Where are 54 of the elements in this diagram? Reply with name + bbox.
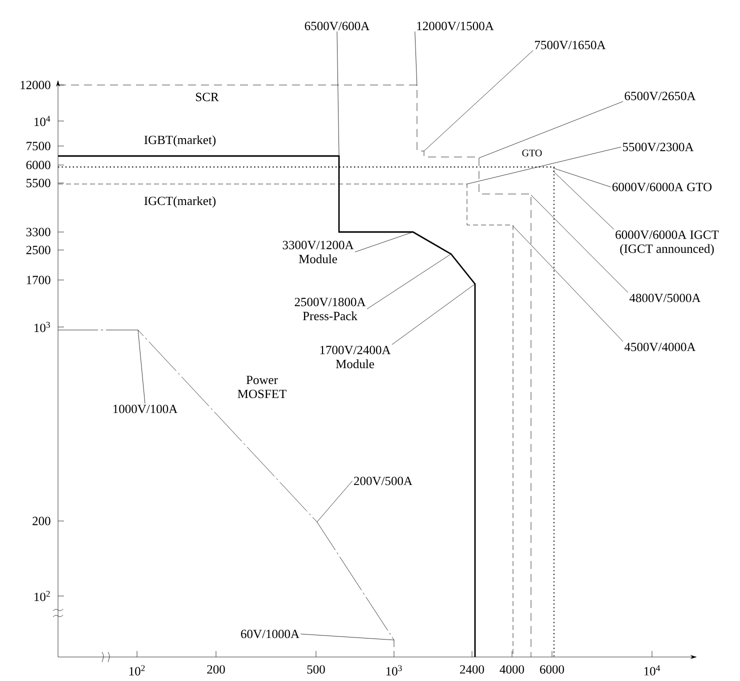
rating-label: 6500V/2650A — [624, 92, 696, 100]
rating-label: 2500V/1800A Press-Pack — [294, 298, 366, 320]
rating-label: 4500V/4000A — [624, 342, 696, 352]
tick-label: 10$^{3}$ — [34, 322, 50, 332]
leader-line — [466, 146, 622, 184]
region-label: IGCT(market) — [144, 196, 216, 208]
rating-label: 4800V/5000A — [629, 294, 701, 302]
rating-label: 5500V/2300A — [622, 142, 694, 152]
rating-label: 12000V/1500A — [417, 22, 494, 30]
tick-label: 10$^{2}$ — [34, 590, 50, 602]
leader-line — [512, 226, 624, 342]
rating-label: 200V/500A — [354, 476, 412, 486]
tick-label: 10$^{2}$ — [129, 665, 145, 676]
tick-label: 4000 — [500, 665, 524, 674]
tick-label: 6000 — [540, 665, 564, 674]
tick-label: 12000 — [20, 80, 50, 90]
tick-label: 3300 — [26, 228, 50, 236]
tick-label: 7500 — [26, 142, 50, 150]
tick-label: 500 — [307, 665, 325, 674]
tick-label: 10$^{4}$ — [644, 665, 660, 676]
leader-line — [392, 284, 476, 345]
rating-label: 60V/1000A — [241, 630, 300, 638]
tick-label: 6000 — [26, 160, 50, 170]
leader-line — [424, 50, 534, 152]
leader-line — [316, 480, 352, 522]
rating-label: 6000V/6000A IGCT (IGCT announced) — [616, 230, 719, 256]
leader-line — [530, 194, 628, 293]
region-label: Power MOSFET — [238, 376, 286, 398]
leader-line — [138, 330, 146, 404]
leader-line — [414, 31, 418, 86]
tick-label: 10$^{3}$ — [386, 665, 402, 676]
rating-label: 6000V/6000A GTO — [612, 182, 712, 192]
tick-label: 200 — [32, 516, 50, 526]
region-label: SCR — [196, 92, 219, 102]
tick-label: 2500 — [26, 246, 50, 254]
rating-label: 3300V/1200A Module — [282, 240, 354, 264]
leader-line — [478, 101, 624, 158]
tick-label: 10$^{4}$ — [34, 116, 50, 126]
region-label: IGBT(market) — [144, 135, 216, 147]
leader-line — [300, 634, 394, 640]
leader-line — [336, 31, 340, 156]
tick-label: 2400 — [460, 665, 484, 674]
leader-line — [366, 254, 452, 310]
tick-label: 200 — [207, 665, 225, 674]
leader-line — [552, 168, 611, 188]
leader-line — [552, 170, 614, 230]
rating-label: 1000V/100A — [113, 404, 178, 414]
leader-line — [354, 232, 414, 252]
tick-label: 1700 — [26, 276, 50, 284]
rating-label: 6500V/600A — [304, 22, 370, 30]
rating-label: 1700V/2400A Module — [320, 346, 391, 368]
region-label: GTO — [522, 150, 542, 156]
tick-label: 5500 — [26, 178, 50, 188]
rating-label: 7500V/1650A — [535, 40, 606, 50]
